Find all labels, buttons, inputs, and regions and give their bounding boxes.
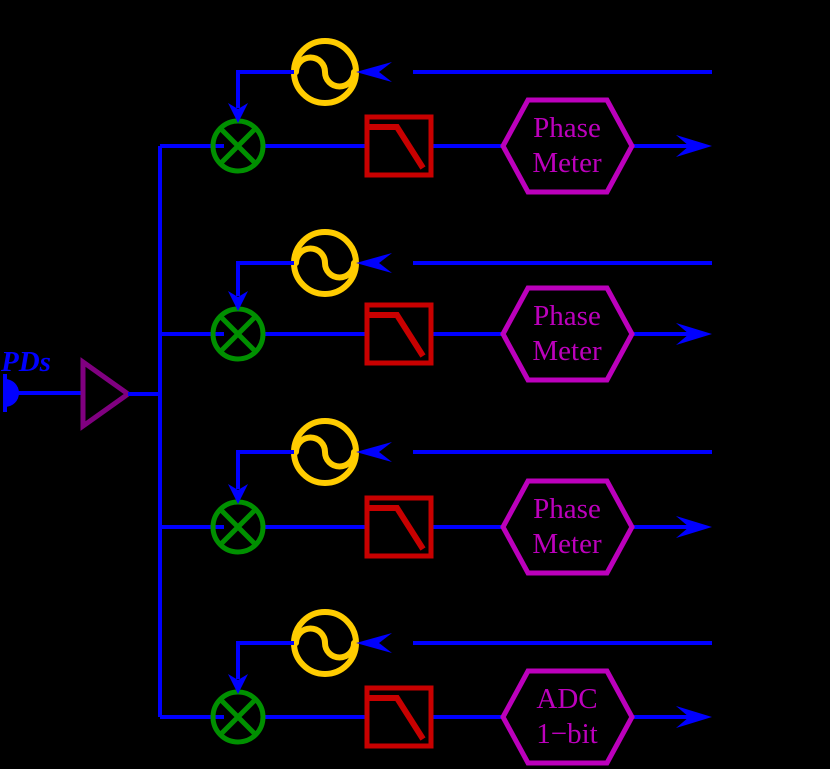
oscillator-elbow-wire bbox=[236, 261, 294, 296]
lowpass-filter-icon bbox=[364, 685, 434, 749]
sine-wave bbox=[293, 245, 357, 281]
amplifier-triangle-icon bbox=[80, 357, 133, 431]
filter-response-curve bbox=[367, 695, 426, 741]
box-label-line2: Meter bbox=[532, 335, 602, 367]
oscillator-arrowhead-icon bbox=[356, 442, 392, 462]
box-label-line2: Meter bbox=[532, 528, 602, 560]
box-label-line1: Phase bbox=[533, 493, 601, 525]
oscillator-arrowhead-icon bbox=[356, 633, 392, 653]
phase-meter-shape bbox=[500, 478, 635, 576]
output-arrowhead-icon bbox=[676, 135, 712, 157]
oscillator-icon bbox=[291, 38, 359, 106]
mixer-cross bbox=[220, 128, 256, 164]
box-label-line2: Meter bbox=[532, 147, 602, 179]
oscillator-arrowhead-icon bbox=[356, 62, 392, 82]
input-section: PDs bbox=[0, 146, 162, 717]
oscillator-icon bbox=[291, 609, 359, 677]
output-arrowhead-icon bbox=[676, 323, 712, 345]
filter-response-curve bbox=[367, 312, 426, 358]
sine-wave bbox=[293, 54, 357, 90]
oscillator-arrowhead-icon bbox=[356, 253, 392, 273]
mixer-arrowhead-icon bbox=[228, 103, 248, 123]
lowpass-filter-icon bbox=[364, 302, 434, 366]
oscillator-elbow-wire bbox=[236, 70, 294, 108]
sine-wave bbox=[293, 625, 357, 661]
box-label-line1: ADC bbox=[536, 683, 597, 715]
filter-box bbox=[364, 302, 434, 366]
oscillator-elbow-wire bbox=[236, 450, 294, 489]
oscillator-icon bbox=[291, 418, 359, 486]
lowpass-filter-icon bbox=[364, 495, 434, 559]
oscillator-elbow-wire bbox=[236, 641, 294, 679]
filter-box bbox=[364, 114, 434, 178]
box-label-line2: 1−bit bbox=[536, 718, 597, 750]
box-label-line1: Phase bbox=[533, 112, 601, 144]
mixer-arrowhead-icon bbox=[228, 291, 248, 311]
output-arrowhead-icon bbox=[676, 516, 712, 538]
box-label-line1: Phase bbox=[533, 300, 601, 332]
filter-response-curve bbox=[367, 124, 426, 170]
filter-box bbox=[364, 495, 434, 559]
output-arrowhead-icon bbox=[676, 706, 712, 728]
adc-1bit-shape bbox=[500, 668, 635, 766]
mixer-arrowhead-icon bbox=[228, 674, 248, 694]
sine-wave bbox=[293, 434, 357, 470]
oscillator-icon bbox=[291, 229, 359, 297]
lowpass-filter-icon bbox=[364, 114, 434, 178]
filter-box bbox=[364, 685, 434, 749]
mixer-arrowhead-icon bbox=[228, 484, 248, 504]
filter-response-curve bbox=[367, 505, 426, 551]
input-label: PDs bbox=[0, 346, 51, 378]
phase-meter-shape bbox=[500, 285, 635, 383]
mixer-cross bbox=[220, 316, 256, 352]
mixer-cross bbox=[220, 509, 256, 545]
mixer-cross bbox=[220, 699, 256, 735]
phase-meter-shape bbox=[500, 97, 635, 195]
